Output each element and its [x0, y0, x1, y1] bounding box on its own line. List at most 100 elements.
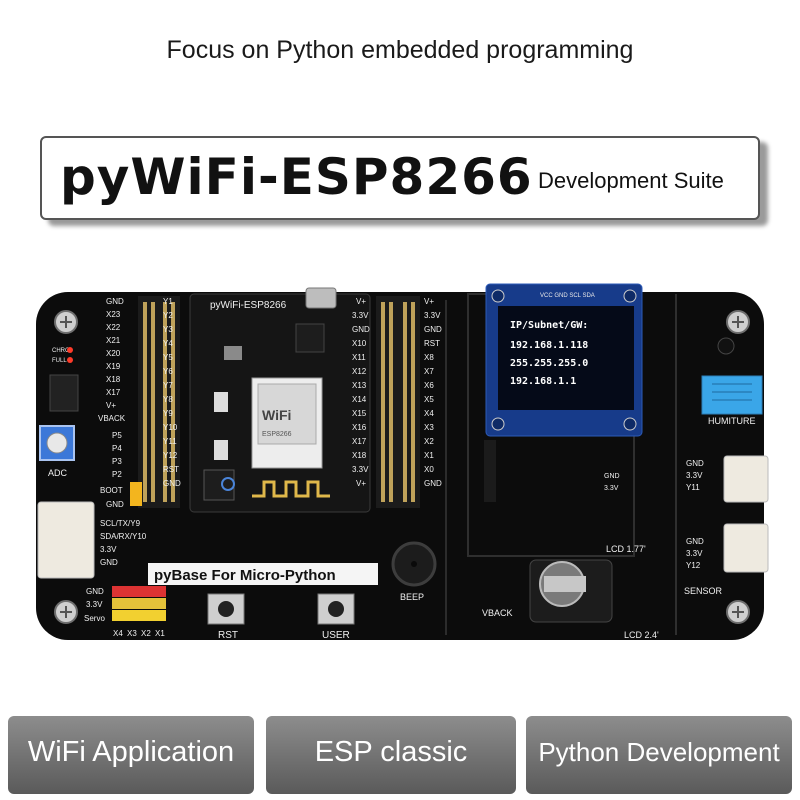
servo-gnd-label: GND — [86, 587, 104, 596]
svg-text:IP/Subnet/GW:: IP/Subnet/GW: — [510, 320, 588, 331]
svg-text:V+: V+ — [356, 479, 366, 488]
svg-text:V+: V+ — [424, 297, 434, 306]
beep-label: BEEP — [400, 592, 424, 602]
svg-text:Y3: Y3 — [163, 325, 173, 334]
lcd-large-label: LCD 2.4' — [624, 630, 659, 640]
svg-text:X3: X3 — [127, 629, 137, 638]
svg-text:X18: X18 — [106, 375, 121, 384]
svg-text:3.3V: 3.3V — [686, 471, 703, 480]
svg-text:3.3V: 3.3V — [424, 311, 441, 320]
svg-text:Y7: Y7 — [163, 381, 173, 390]
svg-text:X21: X21 — [106, 336, 121, 345]
svg-text:3.3V: 3.3V — [100, 545, 117, 554]
svg-text:X2: X2 — [424, 437, 434, 446]
svg-text:V+: V+ — [106, 401, 116, 410]
svg-text:Y12: Y12 — [163, 451, 178, 460]
left-pin-labels: GND X23 X22 X21 X20 X19 X18 X17 V+ VBACK… — [98, 297, 126, 509]
svg-text:GND: GND — [424, 325, 442, 334]
svg-text:X3: X3 — [424, 423, 434, 432]
svg-text:Y5: Y5 — [163, 353, 173, 362]
esp-classic-button[interactable]: ESP classic — [266, 716, 516, 794]
product-title: pyWiFi-ESP8266 — [60, 148, 533, 206]
tagline: Focus on Python embedded programming — [166, 36, 634, 64]
wifi-application-button[interactable]: WiFi Application — [8, 716, 254, 794]
svg-text:X17: X17 — [352, 437, 367, 446]
svg-text:192.168.1.118: 192.168.1.118 — [510, 340, 588, 351]
svg-text:Y4: Y4 — [163, 339, 173, 348]
base-label-box — [148, 563, 378, 585]
servo-label: Servo — [84, 614, 105, 623]
mid-right-pin-labels: V+ 3.3V GND X10 X11 X12 X13 X14 X15 X16 … — [352, 297, 370, 488]
svg-text:RST: RST — [424, 339, 440, 348]
svg-text:GND: GND — [106, 500, 124, 509]
oled-screen — [498, 306, 634, 410]
humiture-connector — [723, 455, 769, 503]
svg-text:X2: X2 — [141, 629, 151, 638]
svg-text:X18: X18 — [352, 451, 367, 460]
chrg-label: CHRG — [52, 348, 70, 354]
full-label: FULL — [52, 358, 67, 364]
svg-text:X23: X23 — [106, 310, 121, 319]
lcd-pin-gnd: GND — [604, 473, 620, 480]
rst-label: RST — [218, 630, 238, 641]
svg-text:3.3V: 3.3V — [352, 465, 369, 474]
svg-text:X4: X4 — [424, 409, 434, 418]
svg-text:X14: X14 — [352, 395, 367, 404]
lcd-small-label: LCD 1.77' — [606, 544, 646, 554]
svg-text:X7: X7 — [424, 367, 434, 376]
svg-text:Y6: Y6 — [163, 367, 173, 376]
module-label: pyWiFi-ESP8266 — [210, 300, 287, 311]
right-pin-labels: V+ 3.3V GND RST X8 X7 X6 X5 X4 X3 X2 X1 … — [424, 297, 442, 488]
svg-text:SDA/RX/Y10: SDA/RX/Y10 — [100, 532, 147, 541]
svg-text:P3: P3 — [112, 457, 122, 466]
svg-text:Y11: Y11 — [686, 483, 700, 492]
svg-text:BOOT: BOOT — [100, 486, 123, 495]
svg-text:X17: X17 — [106, 388, 121, 397]
svg-text:X1: X1 — [424, 451, 434, 460]
svg-text:V+: V+ — [356, 297, 366, 306]
product-subtitle: Development Suite — [538, 168, 724, 193]
uart-connector — [37, 501, 95, 579]
rst-button — [207, 593, 245, 625]
svg-text:SCL/TX/Y9: SCL/TX/Y9 — [100, 519, 141, 528]
oled-pins-label: VCC GND SCL SDA — [540, 293, 595, 299]
wifi-chip-label: WiFi — [262, 407, 291, 423]
svg-text:Y12: Y12 — [686, 561, 701, 570]
svg-text:P4: P4 — [112, 444, 122, 453]
svg-text:3.3V: 3.3V — [352, 311, 369, 320]
svg-text:255.255.255.0: 255.255.255.0 — [510, 358, 588, 369]
python-development-button[interactable]: Python Development — [526, 716, 792, 794]
svg-text:Y10: Y10 — [163, 423, 178, 432]
humiture-sensor — [701, 375, 763, 415]
svg-text:VBACK: VBACK — [98, 414, 126, 423]
svg-text:GND: GND — [686, 537, 704, 546]
svg-text:X8: X8 — [424, 353, 434, 362]
oled-text: IP/Subnet/GW: 192.168.1.118 255.255.255.… — [510, 320, 588, 387]
sensor-connector — [723, 523, 769, 573]
svg-text:Y11: Y11 — [163, 437, 177, 446]
svg-text:X1: X1 — [155, 629, 165, 638]
svg-text:X22: X22 — [106, 323, 121, 332]
lcd-pin-33v: 3.3V — [604, 485, 619, 492]
svg-text:Y1: Y1 — [163, 297, 173, 306]
sensor-pin-labels: GND 3.3V Y12 — [686, 537, 704, 570]
svg-text:Y8: Y8 — [163, 395, 173, 404]
svg-text:X5: X5 — [424, 395, 434, 404]
svg-text:P2: P2 — [112, 470, 122, 479]
base-label: pyBase For Micro-Python — [154, 567, 336, 584]
svg-text:X4: X4 — [113, 629, 123, 638]
servo-header — [112, 586, 166, 621]
svg-text:X13: X13 — [352, 381, 367, 390]
svg-text:P5: P5 — [112, 431, 122, 440]
svg-text:GND: GND — [686, 459, 704, 468]
svg-text:GND: GND — [424, 479, 442, 488]
user-label: USER — [322, 630, 350, 641]
chip-model-label: ESP8266 — [262, 431, 292, 438]
adc-label: ADC — [48, 468, 68, 478]
svg-text:X19: X19 — [106, 362, 121, 371]
svg-text:X0: X0 — [424, 465, 434, 474]
svg-text:X20: X20 — [106, 349, 121, 358]
usb-port — [305, 287, 337, 309]
mid-left-pin-labels: Y1 Y2 Y3 Y4 Y5 Y6 Y7 Y8 Y9 Y10 Y11 Y12 R… — [163, 297, 181, 488]
humiture-label: HUMITURE — [708, 416, 756, 426]
